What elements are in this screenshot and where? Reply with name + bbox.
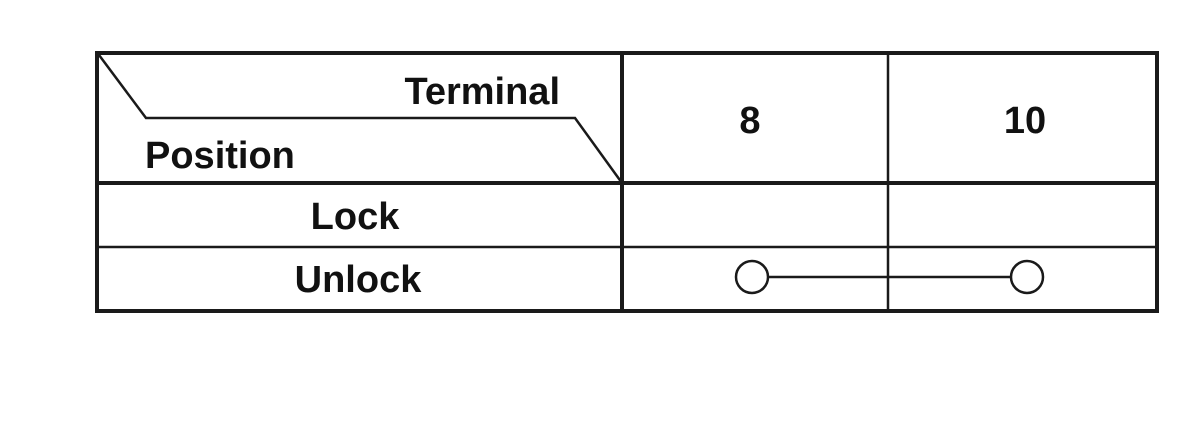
continuity-circle [734, 259, 770, 295]
row-label-lock: Lock [311, 196, 401, 238]
position-header-label: Position [145, 135, 295, 177]
terminal-header-8: 8 [739, 100, 760, 142]
terminal-header-label: Terminal [404, 71, 560, 113]
terminal-header-10: 10 [1004, 100, 1046, 142]
continuity-marks [734, 259, 1045, 295]
corner-header-diagonal [97, 54, 624, 184]
continuity-circle [1009, 259, 1045, 295]
row-label-unlock: Unlock [295, 259, 423, 301]
